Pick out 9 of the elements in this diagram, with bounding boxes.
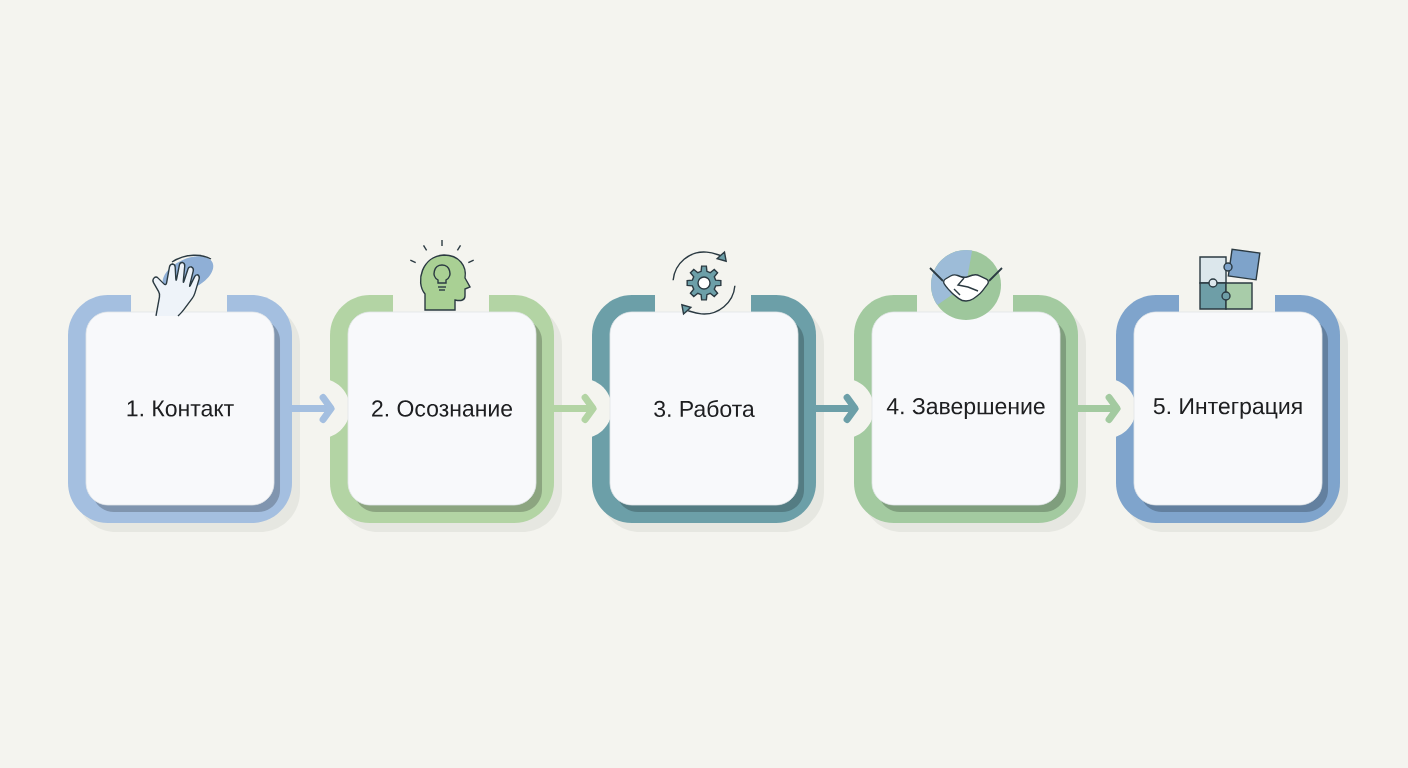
arrow xyxy=(1074,394,1121,423)
arrow xyxy=(812,394,859,423)
step-box: 5. Интеграция xyxy=(1133,311,1323,506)
arrow xyxy=(288,394,335,423)
step-box: 3. Работа xyxy=(609,311,799,506)
step-box: 2. Осознание xyxy=(347,311,537,506)
step-box: 4. Завершение xyxy=(871,311,1061,506)
step-box: 1. Контакт xyxy=(85,311,275,506)
arrow xyxy=(550,394,597,423)
